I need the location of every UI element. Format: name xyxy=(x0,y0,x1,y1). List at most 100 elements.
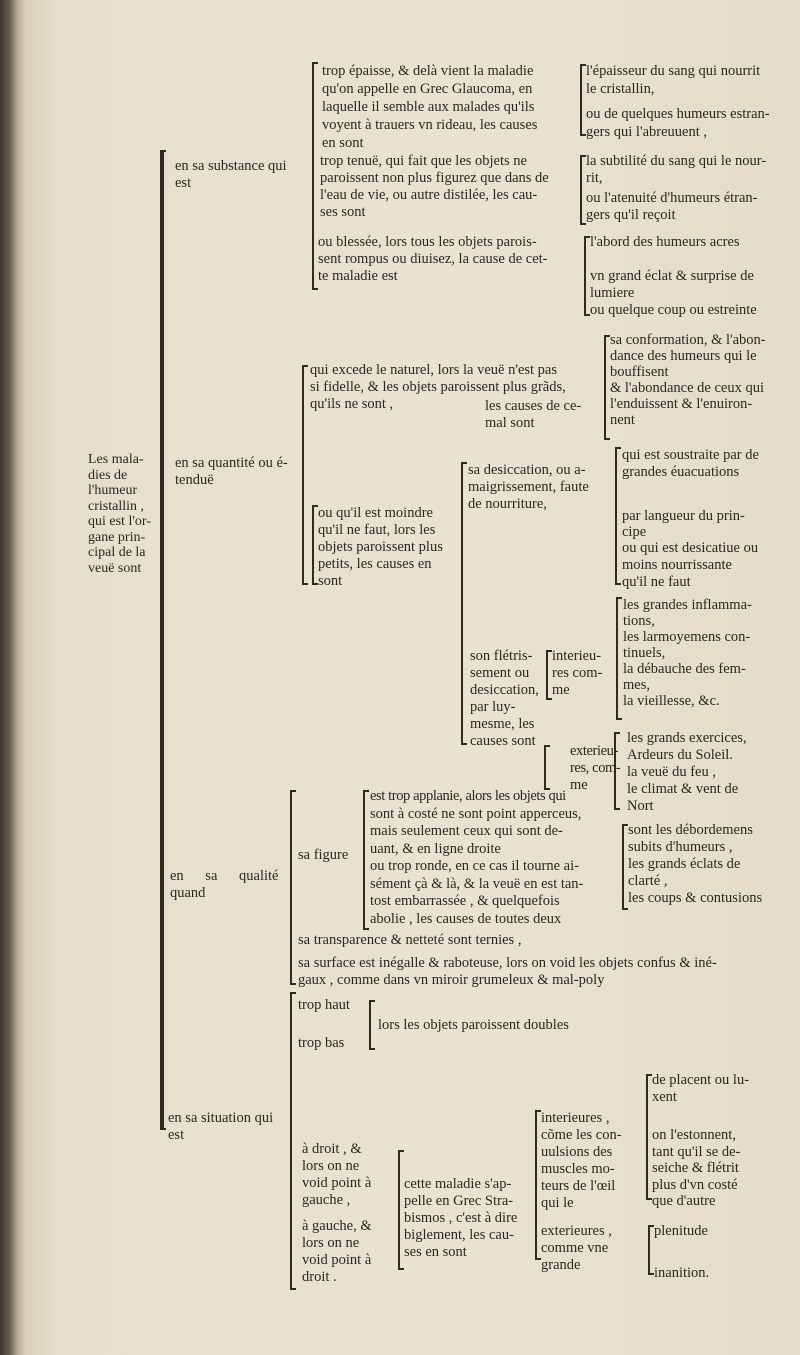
text-line: res com- xyxy=(552,665,603,681)
text-line: cipal de la xyxy=(88,545,146,560)
situation-strabismos: cette maladie s'ap-pelle en Grec Stra-bi… xyxy=(404,1176,517,1261)
text-line: cipe xyxy=(622,524,647,540)
text-line: teurs de l'œil xyxy=(541,1178,616,1194)
qualite-surface: sa surface est inégalle & raboteuse, lor… xyxy=(298,955,717,989)
text-line: qu'on appelle en Grec Glaucoma, en xyxy=(322,81,533,97)
bracket-desiccation-causes xyxy=(615,447,621,585)
bracket-excede-causes xyxy=(604,335,610,440)
interieures-cause-1: de placent ou lu-xent xyxy=(652,1072,749,1106)
bracket-qualite xyxy=(290,790,296,985)
text-line: Ardeurs du Soleil. xyxy=(627,747,733,763)
text-line: ses sont xyxy=(320,204,366,220)
text-line: qui est l'or- xyxy=(88,514,151,529)
text-line: dies de xyxy=(88,467,128,483)
fletrissement-interieures: interieu-res com-me xyxy=(552,648,602,699)
text-line: sa conformation, & l'abon- xyxy=(610,332,766,348)
text-line: sa surface est inégalle & raboteuse, lor… xyxy=(298,955,717,971)
bracket-haut-bas xyxy=(369,1000,375,1050)
text-line: qui excede le naturel, lors la veuë n'es… xyxy=(310,362,558,378)
situation-trop-bas: trop bas xyxy=(298,1035,344,1052)
text-line: en sa situation qui xyxy=(168,1110,274,1126)
blessee-cause-3: ou quelque coup ou estreinte xyxy=(590,302,757,319)
text-line: lumiere xyxy=(590,285,635,301)
text-line: veuë sont xyxy=(88,560,142,576)
text-line: clarté , xyxy=(628,873,668,889)
text-line: mais seulement ceux qui sont de- xyxy=(370,823,563,839)
text-line: l'eau de vie, ou autre distilée, les cau… xyxy=(320,187,538,203)
text-line: uant, & en ligne droite xyxy=(370,840,501,857)
text-line: paroissent non plus figurez que dans de xyxy=(320,170,549,186)
text-line: bouffisent xyxy=(610,364,669,380)
text-line: trop bas xyxy=(298,1035,345,1051)
bracket-moindre xyxy=(312,505,318,585)
text-line: sément çà & là, & la veuë en est tan- xyxy=(370,875,584,892)
text-line: mes, xyxy=(623,677,650,693)
text-line: rit, xyxy=(586,170,603,186)
text-line: gauche , xyxy=(302,1192,351,1208)
text-line: tions, xyxy=(623,613,655,629)
text-line: à gauche, & xyxy=(302,1218,372,1234)
text-line: lors les objets paroissent doubles xyxy=(378,1017,569,1033)
bracket-interieures-situation xyxy=(646,1074,652,1200)
text-line: maigrissement, faute xyxy=(468,479,589,495)
text-line: gers qu'il reçoit xyxy=(586,207,676,223)
text-line: qu'il ne faut xyxy=(622,574,691,590)
text-line: moins nourrissante xyxy=(622,557,732,573)
text-line: en sa qualité xyxy=(170,868,279,884)
text-line: en sa quantité ou é- xyxy=(175,455,288,471)
text-line: me xyxy=(552,682,570,698)
text-line: Les mala- xyxy=(88,452,144,467)
exterieures-cause-inanition: inanition. xyxy=(654,1265,709,1282)
fletrissement-exterieures: exterieu-res, com-me xyxy=(570,743,621,794)
text-line: te maladie est xyxy=(318,268,398,284)
text-line: les grands exercices, xyxy=(627,730,747,746)
branch-quantite: en sa quantité ou é-tenduë xyxy=(175,455,288,489)
text-line: dance des humeurs qui le xyxy=(610,348,757,364)
text-line: mal sont xyxy=(485,415,535,431)
text-line: ou de quelques humeurs estran- xyxy=(586,106,770,122)
text-line: la subtilité du sang qui le nour- xyxy=(586,153,767,169)
text-line: nent xyxy=(610,412,635,428)
qualite-figure-label: sa figure xyxy=(298,847,348,864)
text-line: quand xyxy=(170,885,206,901)
text-line: qu'ils ne sont , xyxy=(310,396,394,412)
text-line: gane prin- xyxy=(88,529,146,545)
text-line: & l'abondance de ceux qui xyxy=(610,380,764,396)
text-line: la débauche des fem- xyxy=(623,661,746,677)
text-line: res, com- xyxy=(570,760,621,776)
bracket-exterieures-situation xyxy=(648,1225,654,1275)
text-line: les grands éclats de xyxy=(628,856,741,872)
text-line: à droit , & xyxy=(302,1141,362,1157)
text-line: en sa substance qui xyxy=(175,158,287,174)
text-line: sont à costé ne sont point apperceus, xyxy=(370,805,582,822)
text-line: grande xyxy=(541,1257,581,1273)
text-line: qui le xyxy=(541,1195,574,1211)
text-line: comme vne xyxy=(541,1240,609,1256)
text-line: les causes de ce- xyxy=(485,398,582,414)
bracket-epaisse-causes xyxy=(580,64,586,136)
quantite-excede-tail: les causes de ce-mal sont xyxy=(485,398,581,432)
bracket-substance xyxy=(312,62,318,290)
text-line: inanition. xyxy=(654,1265,710,1281)
text-line: les grandes inflamma- xyxy=(623,597,752,613)
text-line: est trop applanie, alors les objets qui xyxy=(370,788,566,804)
bracket-figure xyxy=(363,790,369,930)
text-line: exterieu- xyxy=(570,743,618,759)
text-line: cristallin , xyxy=(88,498,144,514)
text-line: gers qui l'abreuuent , xyxy=(586,124,707,140)
text-line: bismos , c'est à dire xyxy=(404,1210,518,1226)
bracket-figure-causes xyxy=(622,824,628,910)
interieures-causes: les grandes inflamma-tions,les larmoyeme… xyxy=(623,597,752,709)
text-line: sa figure xyxy=(298,847,349,863)
bracket-droit-gauche xyxy=(398,1150,404,1270)
text-line: tost embarrassée , & quelquefois xyxy=(370,893,560,909)
